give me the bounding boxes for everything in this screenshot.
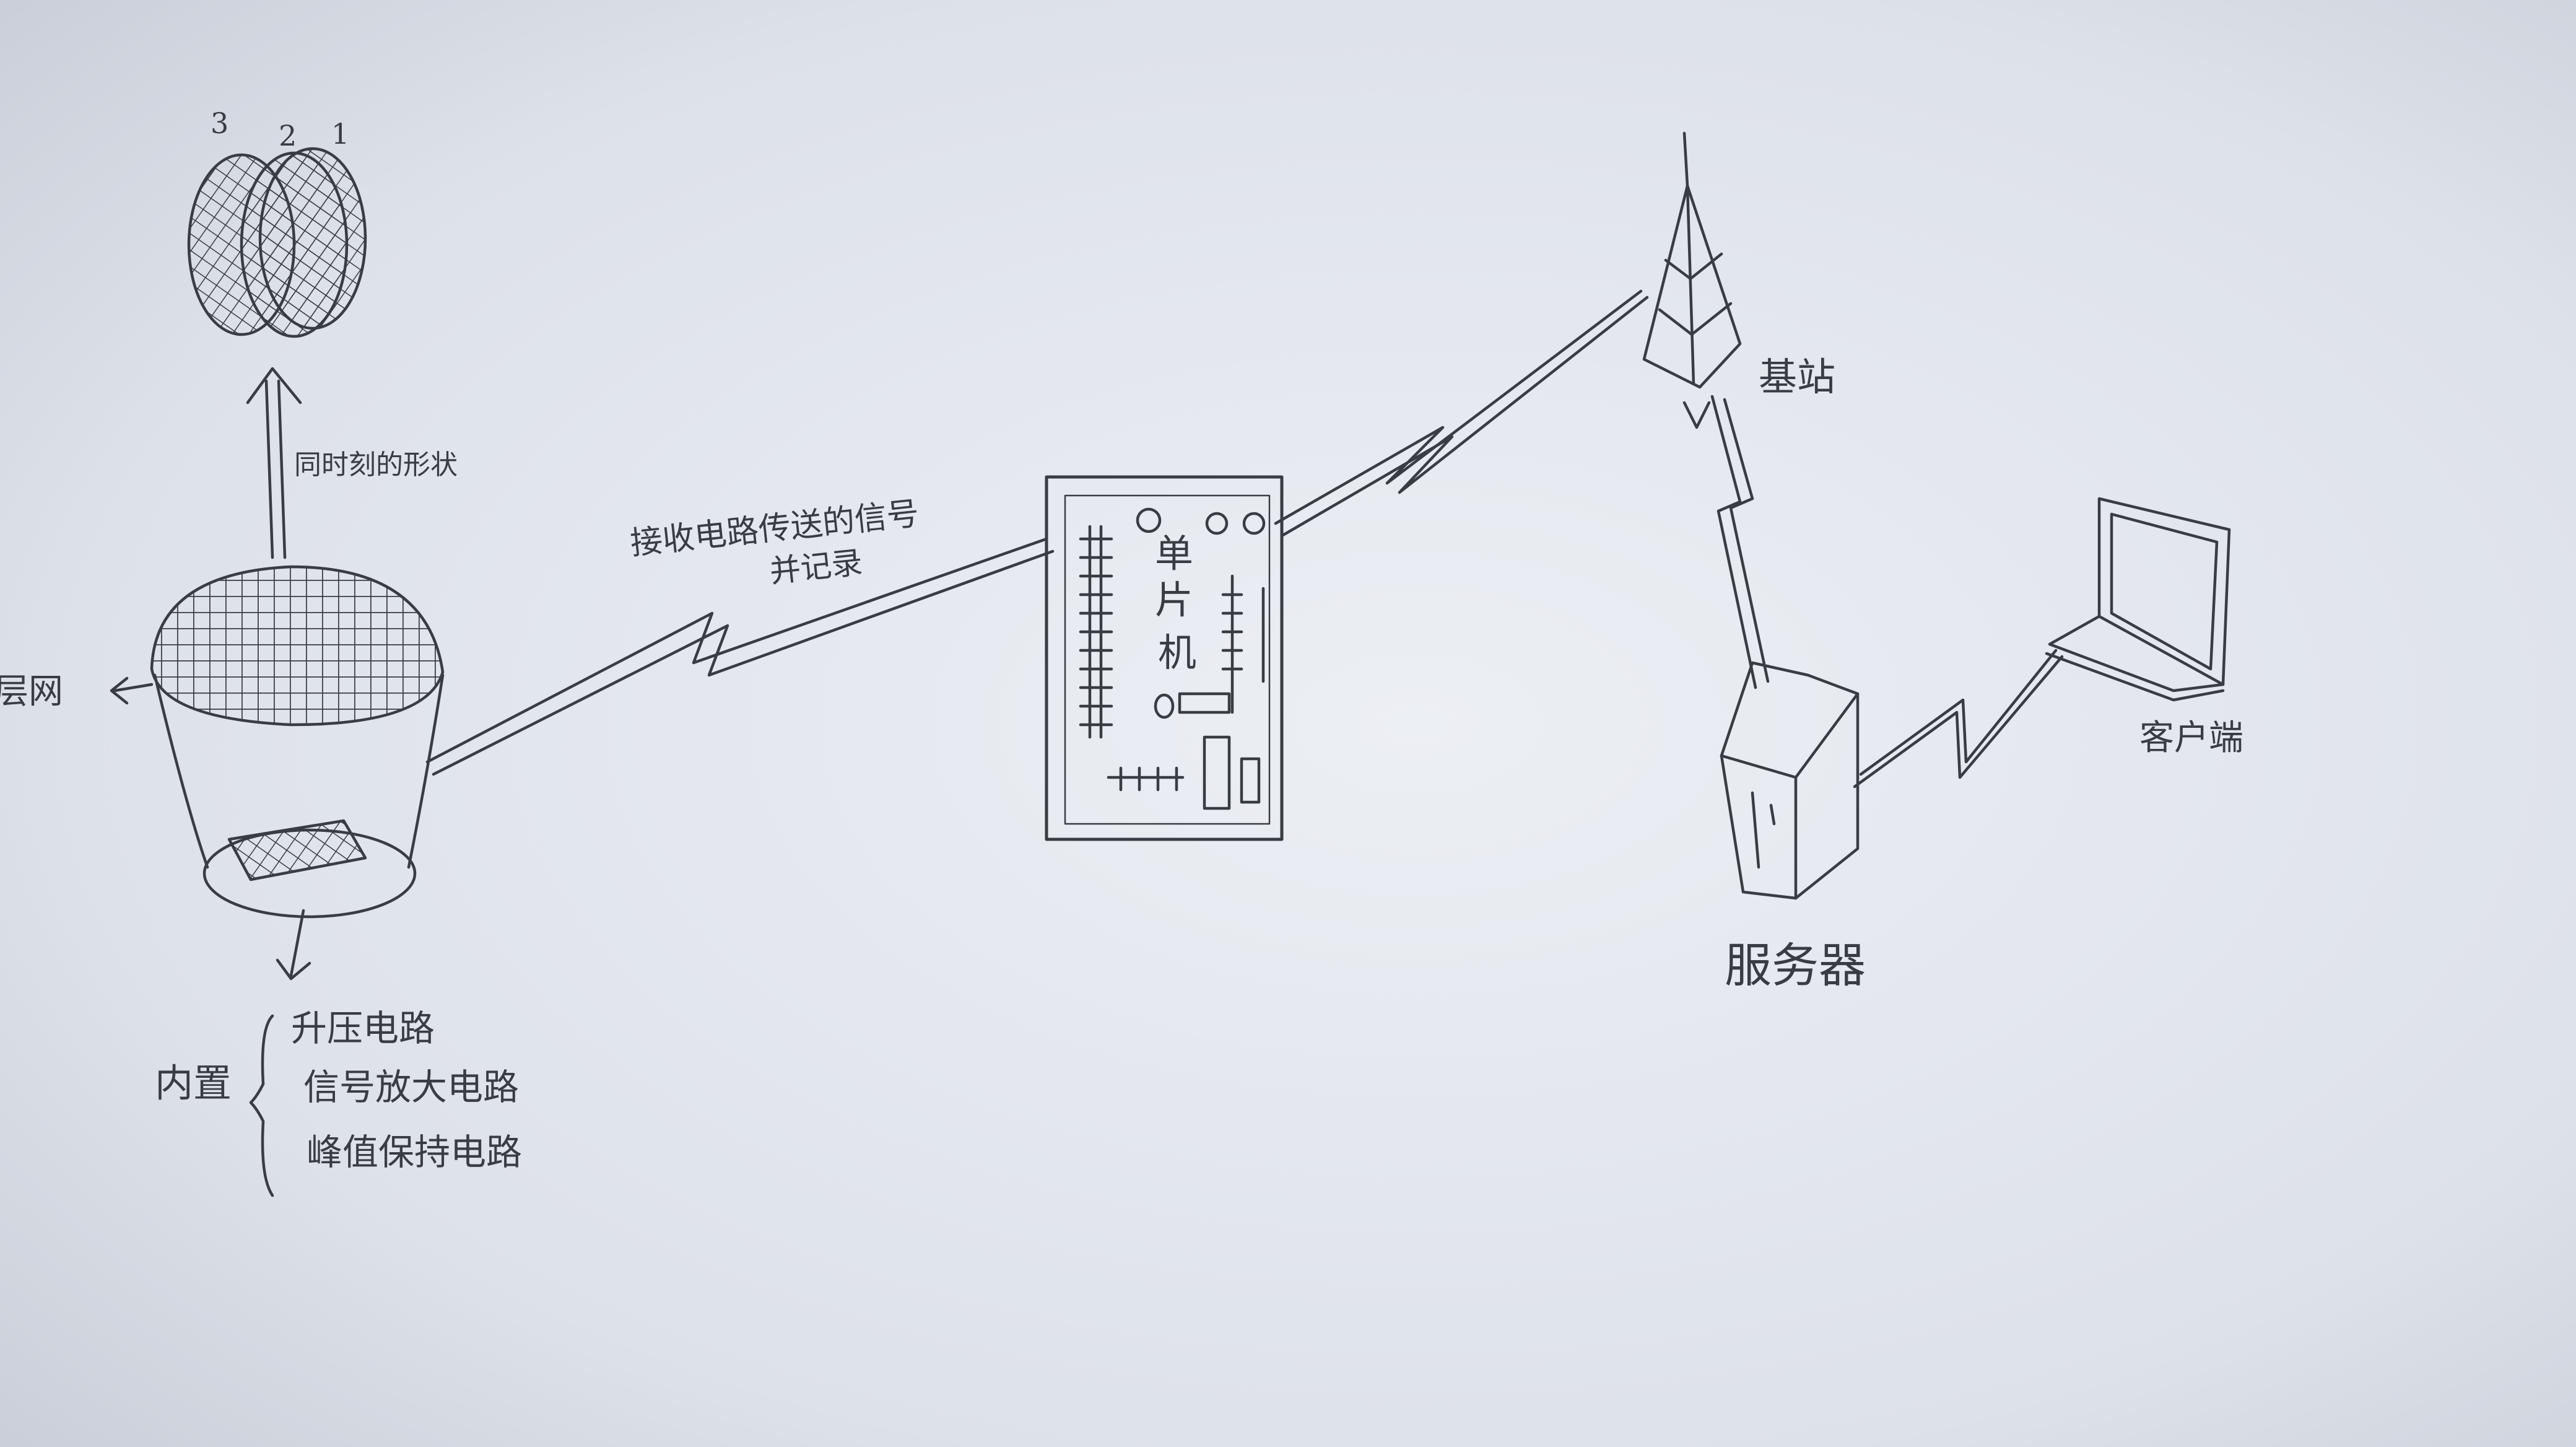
wireless-link-3 xyxy=(1710,395,1757,689)
builtin-item-2: 信号放大电路 xyxy=(303,1066,519,1108)
layer-number-1: 1 xyxy=(331,117,349,151)
builtin-item-3: 峰值保持电路 xyxy=(307,1131,522,1173)
sensor-cup-icon xyxy=(110,565,445,981)
builtin-item-1: 升压电路 xyxy=(291,1007,435,1049)
mcu-board-icon xyxy=(1045,475,1284,841)
mcu-label-3: 机 xyxy=(1158,630,1196,675)
server-label: 服务器 xyxy=(1725,938,1866,993)
mcu-label-2: 片 xyxy=(1155,577,1193,623)
layered-shapes-icon xyxy=(187,147,367,338)
up-arrow-icon xyxy=(246,367,302,559)
brace-icon xyxy=(249,1014,274,1197)
base-station-label: 基站 xyxy=(1759,354,1835,400)
wireless-link-4 xyxy=(1859,649,2058,776)
layer-number-3: 3 xyxy=(211,107,228,140)
builtin-title: 内置 xyxy=(155,1060,232,1106)
laptop-icon xyxy=(2045,497,2231,702)
base-station-icon xyxy=(1642,131,1742,429)
server-icon xyxy=(1720,661,1860,900)
client-label: 客户端 xyxy=(2139,718,2243,758)
deform-caption: 同时刻的形状 xyxy=(294,449,458,481)
grid-layer-label: 层网 xyxy=(0,671,63,712)
layer-number-2: 2 xyxy=(279,119,297,152)
mcu-label-1: 单 xyxy=(1155,531,1193,576)
wireless-link-2 xyxy=(1274,289,1643,525)
